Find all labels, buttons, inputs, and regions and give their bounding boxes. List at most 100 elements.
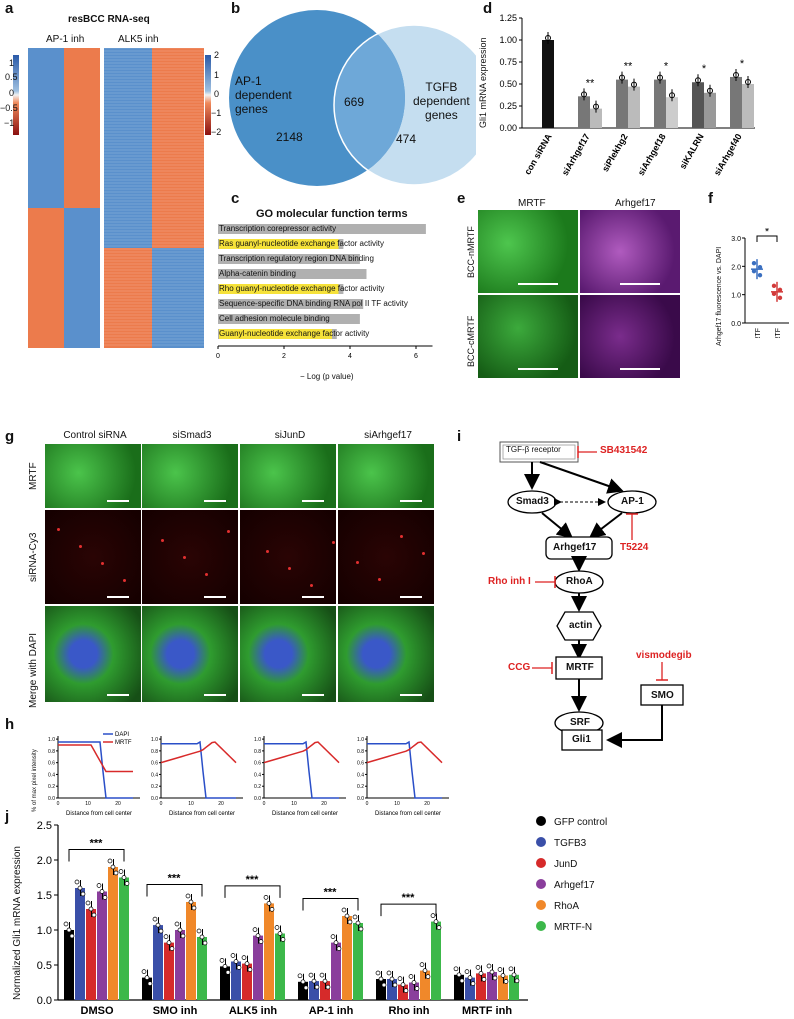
j-point — [352, 914, 358, 920]
g-cy3-signal — [79, 545, 82, 548]
j-point — [422, 968, 428, 973]
g-image — [240, 510, 336, 604]
panel-label-f: f — [708, 190, 713, 207]
j-point — [277, 931, 283, 936]
j-point — [121, 875, 127, 880]
h-tick-label: 10 — [394, 801, 400, 807]
j-sig-bracket — [224, 885, 281, 898]
g-row-2: siRNA-Cy3 — [28, 532, 39, 582]
g-image — [338, 510, 434, 604]
j-bar — [175, 930, 185, 1000]
j-bar — [320, 981, 330, 1000]
f-point — [771, 291, 777, 297]
j-point — [118, 869, 124, 874]
j-point — [188, 899, 194, 905]
j-point — [144, 975, 150, 980]
j-point — [381, 982, 387, 988]
j-point — [222, 964, 228, 969]
d-category-label: siArhgef18 — [636, 132, 668, 177]
j-point — [74, 879, 80, 885]
j-bar — [509, 974, 519, 1000]
j-point — [478, 971, 484, 976]
j-point — [247, 967, 253, 972]
j-point — [274, 925, 280, 930]
heatmap-block — [28, 48, 46, 208]
d-bar — [542, 40, 554, 128]
d-bar — [578, 96, 590, 128]
venn-right-l2: dependent — [413, 94, 470, 108]
h-tick-label: 0.6 — [357, 761, 364, 767]
heatmap-block — [46, 48, 64, 208]
venn-right-label: TGFB dependent genes — [413, 80, 470, 122]
j-bar — [498, 975, 508, 1000]
j-point — [358, 926, 364, 932]
heatmap-block — [64, 208, 82, 348]
inhibitor-rho: Rho inh I — [488, 576, 531, 587]
g-row-3: Merge with DAPI — [28, 632, 39, 708]
j-legend-item: MRTF-N — [536, 921, 592, 933]
go-term-label: Transcription corepressor activity — [219, 224, 337, 233]
j-tick-label: 0.0 — [37, 995, 52, 1007]
j-point — [322, 978, 328, 984]
h-dapi-line — [264, 740, 339, 799]
e-mrtf-n — [478, 210, 578, 293]
j-point — [378, 976, 384, 982]
h-tick-label: 0.4 — [357, 772, 364, 778]
heatmap-block — [64, 48, 82, 208]
j-point — [511, 972, 517, 978]
j-bar — [64, 930, 74, 1000]
j-point — [147, 981, 153, 986]
g-cy3-signal — [57, 528, 60, 531]
j-legend-item: TGFB3 — [536, 837, 586, 849]
h-tick-label: 10 — [188, 801, 194, 807]
go-tick-label: 4 — [348, 353, 352, 360]
inhibitor-ccg: CCG — [508, 662, 531, 673]
j-point — [199, 934, 205, 940]
g-scalebar — [107, 596, 129, 598]
heatmap-block — [178, 248, 204, 348]
h-tick-label: 0.0 — [254, 796, 261, 802]
j-bar — [242, 963, 252, 1000]
g-scalebar — [302, 694, 324, 696]
scale-right-1: 2 — [214, 50, 220, 60]
h-tick-label: 0.0 — [151, 796, 158, 802]
h-tick-label: 1.0 — [151, 737, 158, 743]
venn-left-l2: dependent — [235, 88, 292, 102]
heatmap-block — [82, 208, 100, 348]
g-scalebar — [400, 694, 422, 696]
j-point — [236, 965, 242, 970]
j-sig-bracket — [302, 898, 359, 911]
f-point — [751, 260, 757, 266]
j-tick-label: 1.0 — [37, 925, 52, 937]
j-point — [389, 976, 395, 982]
h-tick-label: 0.2 — [48, 784, 55, 790]
j-point — [459, 978, 465, 984]
j-bar — [275, 933, 285, 1000]
g-col-2: siSmad3 — [172, 430, 212, 441]
f-point — [757, 272, 763, 278]
h-tick-label: 0 — [57, 801, 60, 807]
g-scalebar — [204, 500, 226, 502]
j-bar — [431, 921, 441, 1000]
j-point — [355, 920, 361, 926]
h-tick-label: 20 — [115, 801, 121, 807]
venn-diagram — [229, 10, 476, 186]
h-dapi-line — [58, 741, 133, 799]
j-point — [113, 870, 119, 876]
go-bar — [218, 224, 426, 234]
j-point — [252, 927, 258, 932]
j-point — [196, 928, 202, 934]
j-point — [158, 928, 164, 934]
j-point — [233, 959, 239, 964]
j-point — [375, 970, 381, 976]
e-mrtf-c — [478, 295, 578, 378]
f-chart: 0.01.02.03.0nMRTFcMRTF* — [731, 228, 789, 338]
h-tick-label: 1.0 — [48, 737, 55, 743]
go-term-label: Transcription regulatory region DNA bind… — [219, 254, 374, 263]
j-point — [464, 969, 470, 974]
heatmap-block — [104, 48, 128, 248]
j-point — [77, 885, 83, 891]
h-tick-label: 0.6 — [254, 761, 261, 767]
e-scalebar-4 — [620, 368, 660, 370]
j-point — [202, 940, 208, 946]
